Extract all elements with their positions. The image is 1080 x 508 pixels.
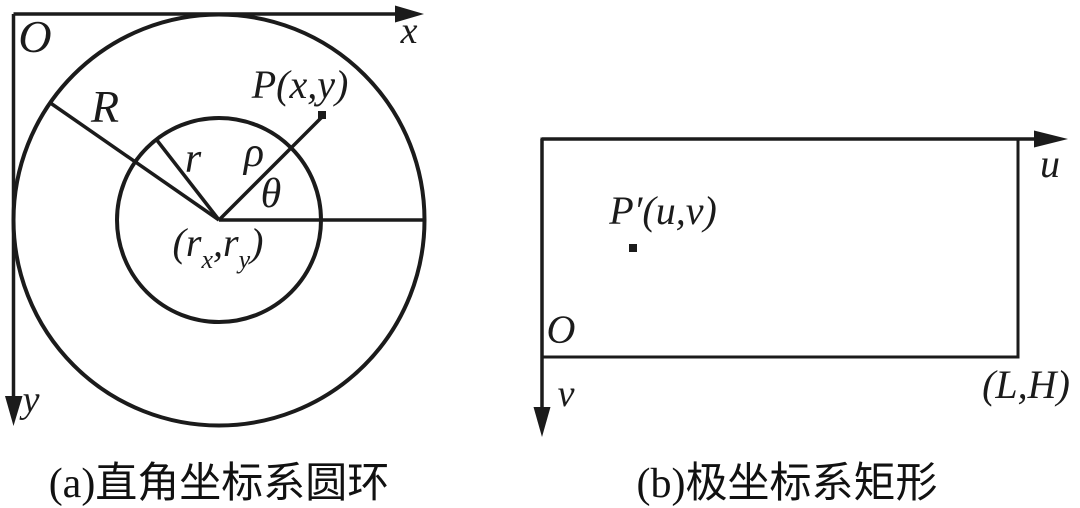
- panel-a-cartesian-ring: O x y R r ρ θ P(x,y) (rx,ry) (a)直角坐标系圆环: [5, 5, 427, 507]
- label-inner-radius-r: r: [185, 136, 202, 182]
- center-coords-open: (r: [173, 220, 202, 265]
- label-point-P: P(x,y): [251, 62, 349, 107]
- x-axis-arrowhead-icon: [395, 5, 424, 23]
- center-coords-close: ): [248, 220, 263, 265]
- rho-line: [217, 115, 324, 222]
- center-coords-sub-y: y: [236, 245, 251, 274]
- label-u-axis: u: [1040, 141, 1060, 186]
- label-rho: ρ: [242, 130, 264, 176]
- caption-panel-b: (b)极坐标系矩形: [637, 461, 938, 507]
- center-coords-mid: ,r: [213, 220, 239, 265]
- caption-panel-a: (a)直角坐标系圆环: [49, 461, 390, 507]
- label-theta: θ: [261, 171, 282, 217]
- y-axis-arrowhead-icon: [5, 396, 23, 426]
- label-x-axis: x: [400, 10, 418, 52]
- uv-rectangle: [540, 137, 1020, 359]
- label-corner-LH: (L,H): [982, 362, 1070, 407]
- panel-b-polar-rectangle: O u v P′(u,v) (L,H) (b)极坐标系矩形: [533, 130, 1070, 507]
- center-coords-sub-x: x: [200, 245, 213, 274]
- label-center-coords: (rx,ry): [173, 220, 264, 274]
- label-origin-a: O: [18, 11, 51, 62]
- u-axis-arrowhead-icon: [1034, 130, 1068, 148]
- label-point-P-prime: P′(u,v): [608, 188, 717, 233]
- point-P-dot: [318, 111, 326, 119]
- v-axis-arrowhead-icon: [533, 407, 551, 437]
- label-v-axis: v: [558, 373, 575, 415]
- label-outer-radius-R: R: [90, 81, 119, 132]
- label-origin-b: O: [547, 307, 576, 352]
- radius-R-line: [48, 100, 220, 222]
- radius-r-line: [154, 137, 221, 222]
- point-P-prime-dot: [629, 244, 637, 252]
- label-y-axis: y: [19, 379, 40, 421]
